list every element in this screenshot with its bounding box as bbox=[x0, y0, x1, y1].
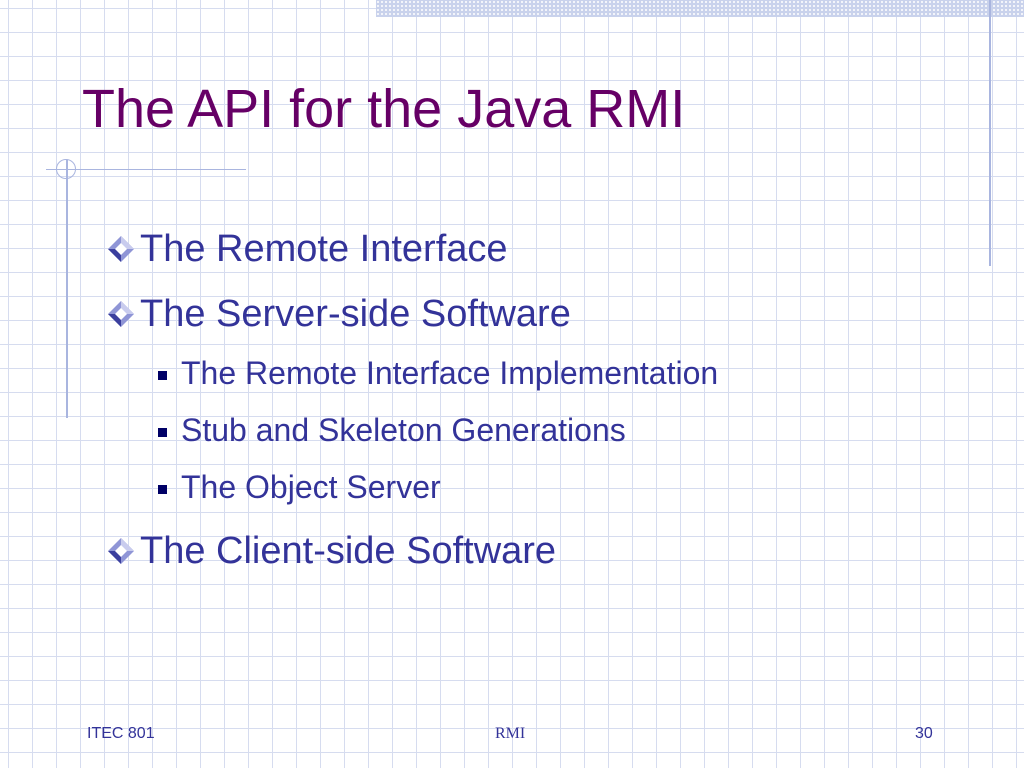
sub-bullet-text: The Object Server bbox=[181, 469, 441, 505]
bullet-text: The Remote Interface bbox=[140, 228, 508, 270]
diamond-bullet-icon bbox=[105, 233, 137, 265]
left-vertical-rule bbox=[66, 160, 68, 418]
footer-course-code: ITEC 801 bbox=[87, 725, 155, 742]
bullet-item-client-side: The Client-side Software bbox=[105, 532, 556, 570]
title-underline-rule bbox=[46, 169, 246, 170]
footer-topic: RMI bbox=[495, 725, 526, 742]
diamond-bullet-icon bbox=[105, 298, 137, 330]
bullet-item-remote-interface: The Remote Interface bbox=[105, 230, 508, 268]
sub-bullet-item-stub-skeleton: Stub and Skeleton Generations bbox=[158, 414, 626, 446]
bullet-item-server-side: The Server-side Software bbox=[105, 295, 571, 333]
square-bullet-icon bbox=[158, 427, 167, 437]
right-vertical-rule bbox=[989, 0, 991, 266]
bullet-text: The Server-side Software bbox=[140, 293, 571, 335]
slide-title: The API for the Java RMI bbox=[82, 79, 686, 139]
top-decorative-band bbox=[376, 0, 1024, 17]
sub-bullet-item-implementation: The Remote Interface Implementation bbox=[158, 357, 718, 389]
footer-slide-number: 30 bbox=[915, 725, 933, 742]
circle-ornament bbox=[56, 159, 76, 179]
square-bullet-icon bbox=[158, 370, 167, 380]
sub-bullet-item-object-server: The Object Server bbox=[158, 471, 441, 503]
square-bullet-icon bbox=[158, 484, 167, 494]
diamond-bullet-icon bbox=[105, 535, 137, 567]
bullet-text: The Client-side Software bbox=[140, 530, 557, 572]
sub-bullet-text: The Remote Interface Implementation bbox=[181, 355, 719, 391]
sub-bullet-text: Stub and Skeleton Generations bbox=[181, 412, 626, 448]
